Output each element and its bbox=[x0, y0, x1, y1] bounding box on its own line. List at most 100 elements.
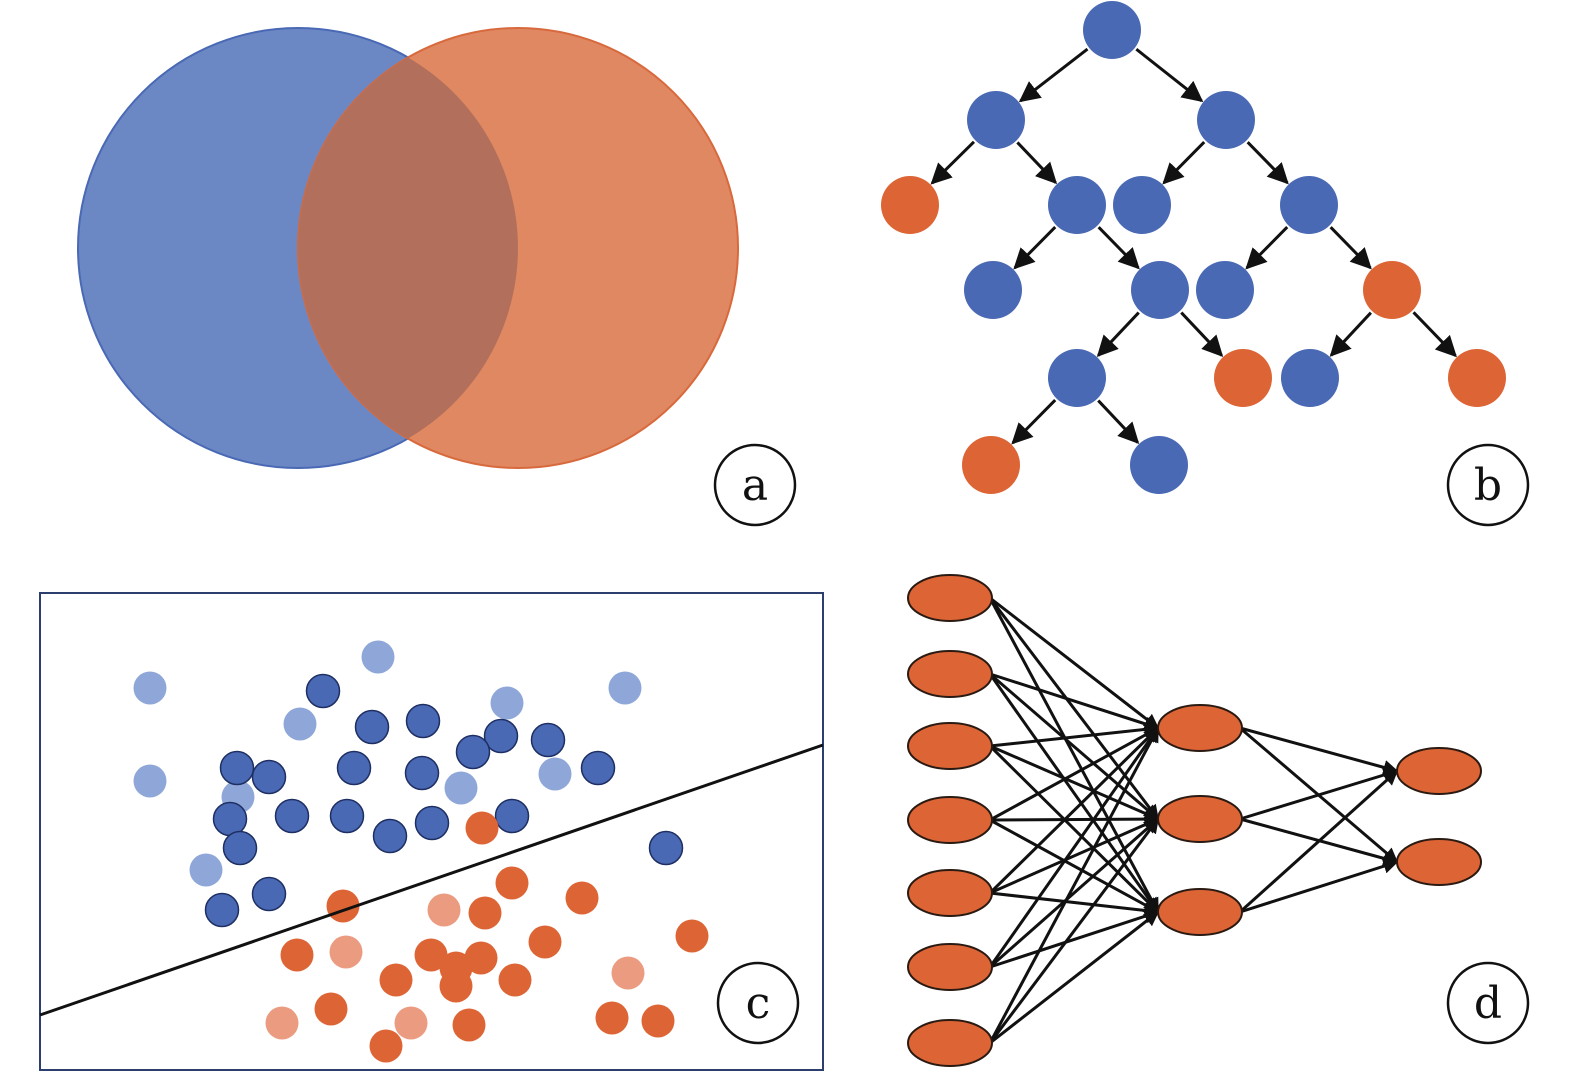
nn-neuron-hidden bbox=[1157, 704, 1243, 752]
panel-label-a: a bbox=[713, 443, 797, 527]
nn-connection bbox=[989, 910, 1160, 1045]
nn-connection bbox=[989, 811, 1160, 827]
nn-connection bbox=[988, 726, 1160, 895]
scatter-point-orange bbox=[468, 896, 502, 930]
scatter-point-blue bbox=[212, 801, 248, 837]
scatter-point-blue bbox=[251, 759, 287, 795]
nn-neuron-input bbox=[907, 574, 993, 622]
scatter-point-orange bbox=[528, 925, 562, 959]
nn-connection bbox=[988, 673, 1160, 914]
nn-connection bbox=[1239, 858, 1399, 914]
scatter-point-orange-light bbox=[611, 956, 645, 990]
scatter-point-blue bbox=[483, 718, 519, 754]
nn-connection bbox=[1239, 726, 1399, 775]
tree-node-blue bbox=[1131, 261, 1189, 319]
scatter-point-orange bbox=[464, 941, 498, 975]
scatter-point-blue-light bbox=[608, 671, 642, 705]
scatter-point-blue bbox=[336, 750, 372, 786]
scatter-point-orange bbox=[414, 938, 448, 972]
scatter-point-blue bbox=[204, 892, 240, 928]
scatter-point-orange bbox=[498, 963, 532, 997]
scatter-point-blue bbox=[274, 798, 310, 834]
scatter-point-blue bbox=[404, 755, 440, 791]
scatter-point-orange bbox=[641, 1004, 675, 1038]
tree-node-orange bbox=[962, 436, 1020, 494]
scatter-point-blue-light bbox=[283, 707, 317, 741]
scatter-point-blue bbox=[405, 703, 441, 739]
scatter-point-blue bbox=[648, 830, 684, 866]
tree-edge bbox=[1097, 226, 1140, 270]
tree-node-blue bbox=[1113, 176, 1171, 234]
tree-node-blue bbox=[1280, 176, 1338, 234]
panel-d-neural-network bbox=[907, 574, 1482, 1067]
tree-edge bbox=[1329, 226, 1372, 270]
nn-connection bbox=[989, 909, 1160, 969]
nn-neuron-hidden bbox=[1157, 795, 1243, 843]
scatter-point-blue bbox=[329, 798, 365, 834]
tree-node-blue bbox=[964, 261, 1022, 319]
nn-connection bbox=[989, 891, 1160, 918]
tree-edge bbox=[1245, 225, 1289, 270]
nn-neuron-input bbox=[907, 650, 993, 698]
nn-neuron-input bbox=[907, 943, 993, 991]
scatter-point-blue bbox=[251, 876, 287, 912]
decision-boundary-line bbox=[39, 743, 824, 1017]
panel-label-d: d bbox=[1446, 961, 1530, 1045]
nn-connection bbox=[988, 817, 1160, 1044]
panel-label-b-text: b bbox=[1474, 460, 1502, 511]
nn-connection bbox=[1238, 769, 1399, 914]
nn-neuron-output bbox=[1396, 747, 1482, 795]
panel-label-a-text: a bbox=[742, 460, 768, 511]
scatter-point-blue-light bbox=[133, 764, 167, 798]
tree-edges bbox=[930, 47, 1457, 445]
scatter-point-orange bbox=[314, 992, 348, 1026]
tree-edge bbox=[1097, 399, 1140, 444]
panel-label-c: c bbox=[716, 961, 800, 1045]
tree-node-blue bbox=[1197, 91, 1255, 149]
scatter-point-blue-light bbox=[444, 771, 478, 805]
scatter-point-blue bbox=[372, 818, 408, 854]
scatter-point-blue bbox=[530, 722, 566, 758]
scatter-point-orange bbox=[379, 963, 413, 997]
nn-neuron-input bbox=[907, 1019, 993, 1067]
tree-edge bbox=[1096, 311, 1140, 357]
scatter-point-orange-light bbox=[427, 893, 461, 927]
panel-label-d-text: d bbox=[1474, 978, 1502, 1029]
scatter-point-orange bbox=[495, 866, 529, 900]
tree-nodes bbox=[881, 1, 1506, 494]
venn-intersection bbox=[298, 57, 518, 439]
scatter-point-blue-light bbox=[361, 640, 395, 674]
nn-neuron-hidden bbox=[1157, 888, 1243, 936]
tree-node-orange bbox=[1214, 349, 1272, 407]
nn-neuron-input bbox=[907, 869, 993, 917]
tree-edge bbox=[1329, 311, 1372, 357]
nn-connection bbox=[989, 726, 1160, 822]
scatter-point-blue-light bbox=[490, 686, 524, 720]
nn-connection bbox=[989, 672, 1160, 821]
tree-node-blue bbox=[1130, 436, 1188, 494]
tree-node-blue bbox=[1048, 176, 1106, 234]
nn-connection bbox=[1239, 767, 1399, 821]
tree-edge bbox=[1135, 48, 1204, 103]
nn-neuron-input bbox=[907, 722, 993, 770]
scatter-point-orange bbox=[465, 811, 499, 845]
scatter-point-orange bbox=[439, 969, 473, 1003]
classifier-frame bbox=[39, 592, 824, 1071]
nn-neuron-output bbox=[1396, 838, 1482, 886]
scatter-point-blue bbox=[219, 750, 255, 786]
panel-label-b: b bbox=[1446, 443, 1530, 527]
tree-edge bbox=[1180, 311, 1224, 357]
scatter-point-orange-light bbox=[329, 935, 363, 969]
scatter-point-orange bbox=[369, 1029, 403, 1063]
nn-connection bbox=[989, 721, 1160, 748]
nn-neuron-input bbox=[907, 796, 993, 844]
nn-connection bbox=[989, 818, 1160, 914]
nn-connection bbox=[989, 817, 1160, 969]
nn-connection bbox=[988, 726, 1160, 968]
scatter-points bbox=[133, 640, 709, 1063]
scatter-point-blue bbox=[354, 709, 390, 745]
tree-edge bbox=[1412, 311, 1457, 358]
scatter-point-blue-light bbox=[538, 757, 572, 791]
nn-connection bbox=[989, 596, 1160, 730]
